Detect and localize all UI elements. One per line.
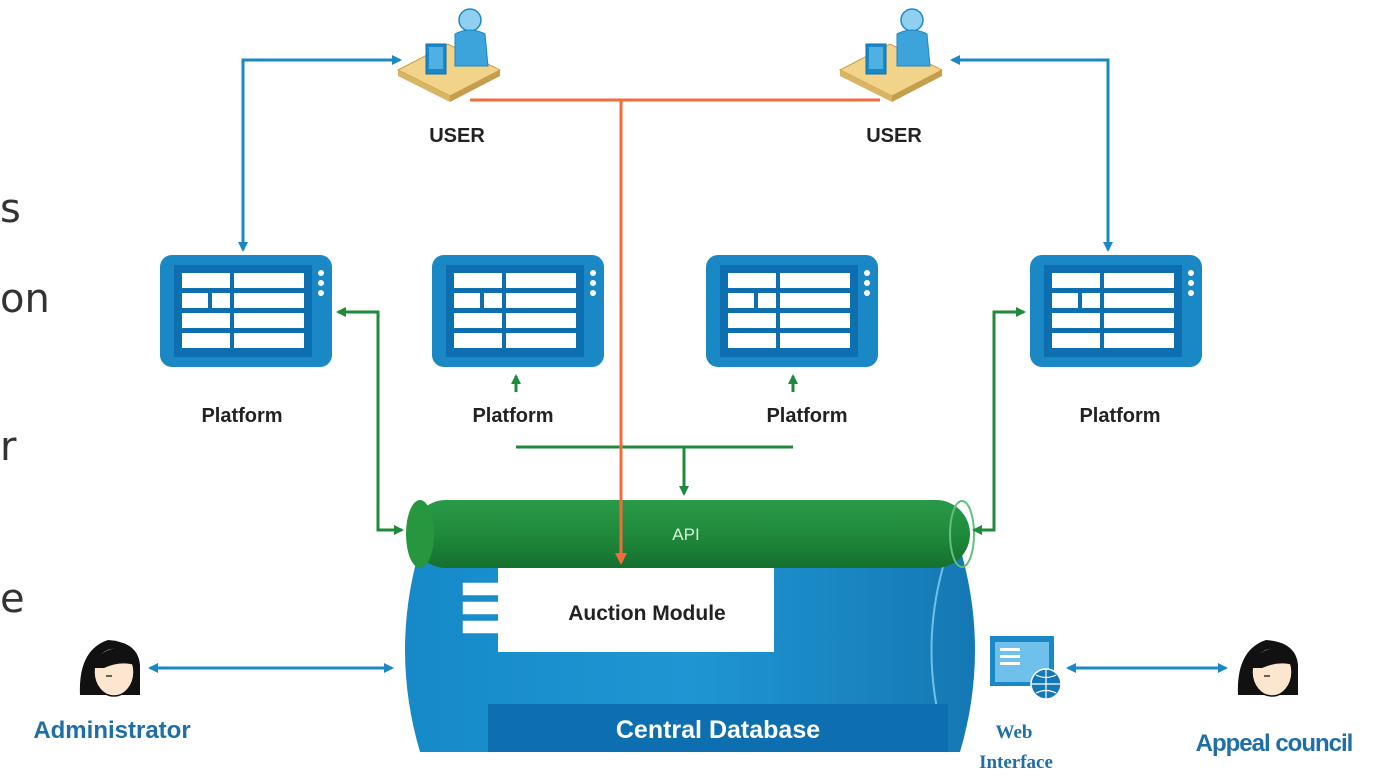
slide-fragment: r xyxy=(0,424,17,470)
user-workstation-icon xyxy=(838,8,944,102)
platform-label: Platform xyxy=(201,405,282,427)
platform-tablet-icon xyxy=(432,255,604,367)
user-label: USER xyxy=(429,125,485,147)
platform-tablet-icon xyxy=(706,255,878,367)
appeal-council-person-icon xyxy=(1237,640,1298,697)
platform-tablet-icon xyxy=(160,255,332,367)
web-interface-label-line2: Interface xyxy=(979,752,1053,773)
api-label: API xyxy=(672,525,699,544)
platform-api-connector xyxy=(972,307,1026,535)
web-interface-icon xyxy=(990,636,1062,700)
user-platform-connector xyxy=(950,55,1113,252)
appeal-council-label: Appeal council xyxy=(1196,730,1353,757)
central-database-band xyxy=(488,704,948,752)
api-pipe: API xyxy=(406,500,975,568)
user-label: USER xyxy=(866,125,922,147)
platform-label: Platform xyxy=(472,405,553,427)
slide-fragment: e xyxy=(0,576,25,622)
platform-label: Platform xyxy=(766,405,847,427)
platform-api-connector xyxy=(336,307,404,535)
platform-tablet-icon xyxy=(1030,255,1202,367)
platform-label: Platform xyxy=(1079,405,1160,427)
auction-module: Auction Module xyxy=(461,568,774,652)
slide-fragment: s xyxy=(0,186,21,232)
user-workstation-icon xyxy=(396,8,502,102)
administrator-label: Administrator xyxy=(33,717,190,744)
slide-text-fragments: s on r e xyxy=(0,186,50,622)
user-platform-connector xyxy=(238,55,402,252)
auction-module-label: Auction Module xyxy=(568,602,725,625)
central-database-label: Central Database xyxy=(616,716,820,744)
administrator-person-icon xyxy=(79,640,140,697)
web-interface-label-line1: Web xyxy=(996,722,1033,743)
slide-fragment: on xyxy=(0,276,50,322)
